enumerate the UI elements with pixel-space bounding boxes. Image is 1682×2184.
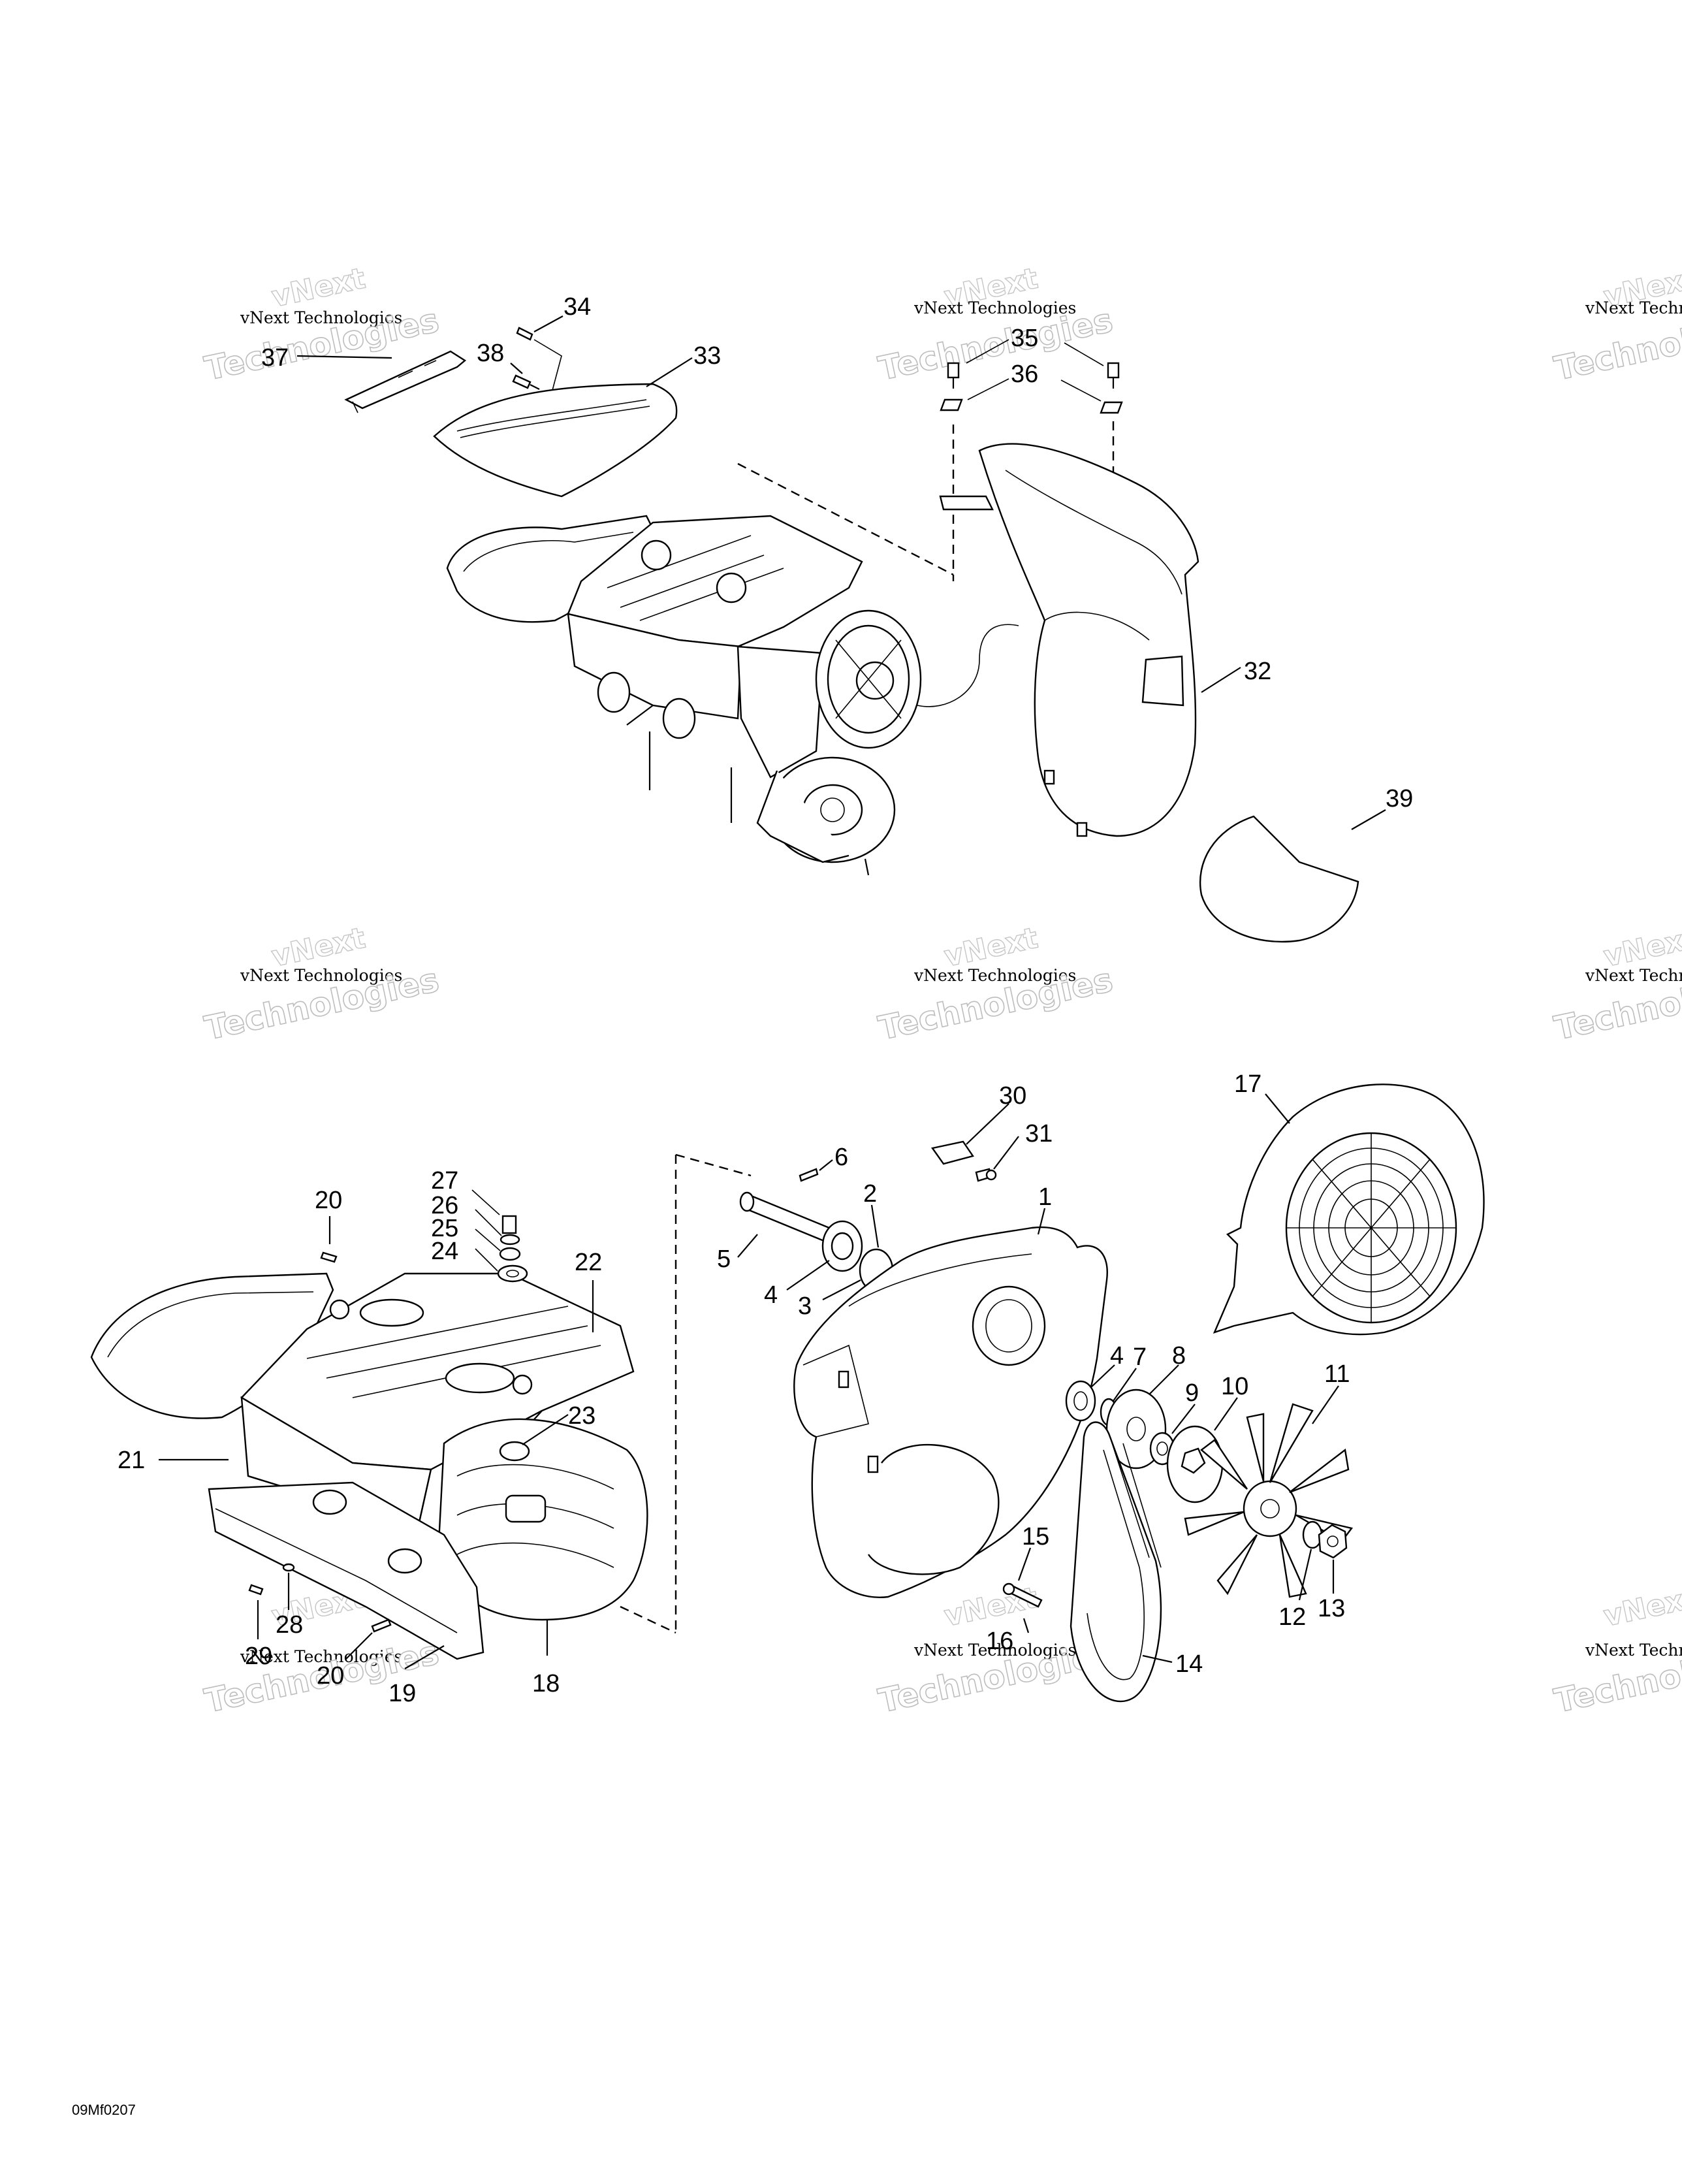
callout-22: 22 <box>575 1249 602 1276</box>
part-36-washer-right <box>1100 401 1123 414</box>
watermark-company: vNext Technologies <box>913 298 1076 317</box>
callout-labels: 34 33 37 38 35 36 32 39 17 30 31 6 2 1 5… <box>118 293 1413 1707</box>
part-13-nut <box>1318 1524 1348 1559</box>
callout-1: 1 <box>1038 1183 1052 1211</box>
part-20-screw-bottom <box>371 1618 392 1633</box>
engine-top-assembly <box>446 515 922 876</box>
part-38-screw <box>512 374 540 390</box>
watermark-company: vNext Technologies <box>240 1647 402 1666</box>
part-33-deflector <box>433 383 678 498</box>
watermark-company: vNext Technologies <box>1585 966 1682 985</box>
part-25-grommet <box>499 1247 521 1261</box>
callout-26: 26 <box>431 1192 458 1219</box>
callout-33: 33 <box>693 342 721 370</box>
callout-21: 21 <box>118 1447 145 1474</box>
part-23-grommet <box>499 1441 530 1462</box>
watermark-company: vNext Technologies <box>1585 1641 1682 1660</box>
callout-6: 6 <box>834 1144 848 1171</box>
callout-19: 19 <box>389 1680 416 1707</box>
callout-29: 29 <box>245 1643 272 1670</box>
callout-13: 13 <box>1318 1595 1345 1622</box>
part-28-washer <box>282 1563 295 1572</box>
callout-35: 35 <box>1011 325 1038 352</box>
part-10-pulley <box>1166 1425 1224 1503</box>
watermark-company: vNext Technologies <box>240 966 402 985</box>
watermark-vnext: vNext <box>1601 1581 1682 1633</box>
part-30-clip <box>930 1140 974 1165</box>
part-35-bolt-right <box>1107 362 1120 389</box>
part-27-bolt <box>501 1215 517 1234</box>
watermark-2: vNext vNext Technologies Technologies <box>875 261 1117 388</box>
watermark-company: vNext Technologies <box>240 308 402 327</box>
callout-36: 36 <box>1011 361 1038 388</box>
callout-4a: 4 <box>764 1281 778 1309</box>
callout-4b: 4 <box>1110 1342 1124 1370</box>
callout-32: 32 <box>1244 658 1271 685</box>
callout-9: 9 <box>1185 1379 1199 1407</box>
watermark-company: vNext Technologies <box>913 966 1076 985</box>
callout-38: 38 <box>477 340 504 367</box>
part-4-bearing-top <box>821 1220 863 1272</box>
callout-7: 7 <box>1133 1343 1147 1371</box>
part-14-belt <box>1070 1421 1162 1703</box>
callout-31: 31 <box>1025 1120 1053 1148</box>
callout-23: 23 <box>568 1402 595 1430</box>
callout-17: 17 <box>1234 1070 1262 1098</box>
callout-8: 8 <box>1172 1342 1186 1370</box>
callout-10: 10 <box>1221 1373 1248 1400</box>
cylinder-cowl-assembly <box>90 1272 648 1660</box>
part-15-bolt <box>1002 1582 1043 1608</box>
callout-18: 18 <box>532 1670 560 1697</box>
callout-20a: 20 <box>315 1187 342 1214</box>
callout-5: 5 <box>717 1245 731 1273</box>
callout-11: 11 <box>1324 1360 1350 1388</box>
watermark-company: vNext Technologies <box>913 1641 1076 1660</box>
part-35-bolt-left <box>947 362 960 389</box>
callout-16: 16 <box>986 1628 1013 1655</box>
watermark-vnext: vNext <box>269 262 368 314</box>
part-39-decal <box>1199 815 1359 943</box>
watermark-company: vNext Technologies <box>1585 298 1682 317</box>
callout-25: 25 <box>431 1215 458 1242</box>
diagram-code: 09Mf0207 <box>72 2102 136 2118</box>
part-4-bearing-bottom <box>1065 1380 1096 1422</box>
callout-3: 3 <box>798 1293 812 1320</box>
callout-12: 12 <box>1278 1603 1306 1631</box>
callout-39: 39 <box>1386 785 1413 812</box>
watermark-5: vNext vNext Technologies Technologies <box>875 921 1117 1048</box>
watermark-3: vNext vNext Technologies Technologies <box>1551 261 1682 388</box>
part-31-screw <box>975 1168 997 1182</box>
part-37-bracket <box>344 350 467 413</box>
part-1-pulley-housing <box>793 1226 1108 1598</box>
callout-34: 34 <box>563 293 591 321</box>
watermark-4: vNext vNext Technologies Technologies <box>201 921 443 1048</box>
part-32-belt-guard <box>939 443 1199 837</box>
callout-28: 28 <box>276 1611 303 1639</box>
watermark-9: vNext vNext Technologies Technologies <box>1551 1581 1682 1720</box>
callout-15: 15 <box>1022 1523 1049 1550</box>
callout-37: 37 <box>261 344 289 372</box>
callout-20b: 20 <box>317 1662 344 1690</box>
callout-30: 30 <box>999 1082 1026 1110</box>
part-34-screw <box>516 327 533 341</box>
part-17-fan-housing <box>1213 1084 1485 1336</box>
callout-14: 14 <box>1175 1650 1203 1678</box>
part-24-bushing <box>497 1264 528 1283</box>
part-5-shaft <box>739 1191 831 1242</box>
part-26-washer <box>500 1234 520 1245</box>
callout-27: 27 <box>431 1167 458 1195</box>
callout-2: 2 <box>863 1180 877 1208</box>
callout-24: 24 <box>431 1238 458 1265</box>
part-6-pin <box>799 1168 819 1182</box>
watermark-1: vNext vNext Technologies Technologies <box>201 261 443 388</box>
part-36-washer-left <box>940 398 963 411</box>
part-20-screw-top <box>320 1216 338 1263</box>
watermark-6: vNext vNext Technologies Technologies <box>1551 921 1682 1048</box>
part-29-screw <box>248 1584 264 1596</box>
